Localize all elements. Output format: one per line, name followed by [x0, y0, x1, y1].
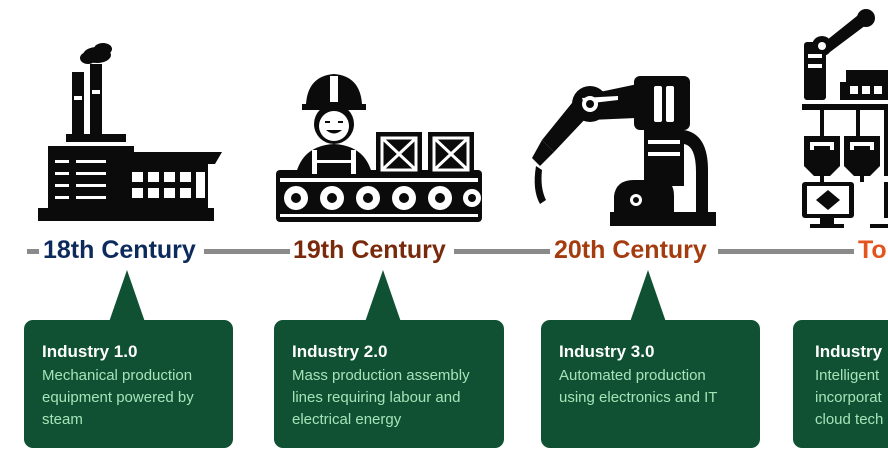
card-title: Industry 3.0 [559, 342, 655, 361]
card-description: Mechanical production equipment powered … [42, 367, 194, 428]
card-description: Intelligent incorporat cloud tech [815, 367, 884, 428]
era-label-today: To [855, 236, 888, 265]
timeline-segment [27, 249, 39, 254]
industry-2-card: Industry 2.0 Mass production assembly li… [274, 320, 504, 448]
era-label-19th-century: 19th Century [290, 236, 449, 265]
timeline-segment [718, 249, 854, 254]
card-pointer [109, 270, 145, 322]
card-title: Industry [815, 342, 883, 361]
card-description: Automated production using electronics a… [559, 367, 718, 406]
assembly-line-worker-icon [276, 74, 482, 222]
timeline-segment [454, 249, 550, 254]
card-title: Industry 2.0 [292, 342, 388, 361]
factory-icon [38, 43, 222, 221]
industry-3-card: Industry 3.0 Automated production using … [541, 320, 760, 448]
industry-1-card: Industry 1.0 Mechanical production equip… [24, 320, 233, 448]
robot-arm-icon [532, 76, 716, 226]
card-title: Industry 1.0 [42, 342, 138, 361]
era-label-20th-century: 20th Century [551, 236, 710, 265]
industry-4-card: Industry Intelligent incorporat cloud te… [793, 320, 888, 448]
card-description: Mass production assembly lines requiring… [292, 367, 470, 428]
smart-factory-icon [802, 9, 888, 228]
card-pointer [630, 270, 666, 322]
timeline-segment [204, 249, 290, 254]
card-pointer [365, 270, 401, 322]
era-label-18th-century: 18th Century [40, 236, 199, 265]
